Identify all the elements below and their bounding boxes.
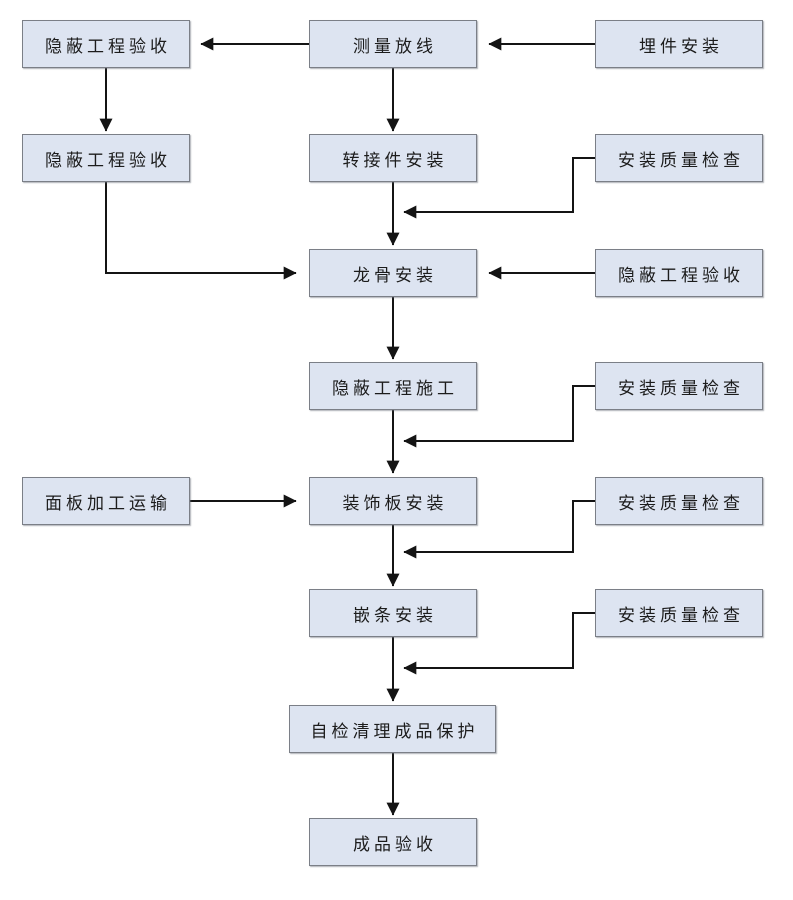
flow-node-label: 埋件安装: [639, 36, 723, 56]
flow-node-label: 隐蔽工程验收: [45, 36, 171, 56]
flow-node-label: 转接件安装: [342, 150, 448, 170]
flow-arrow-qc2-feedback: [403, 385, 595, 448]
flow-arrow-qc4-feedback: [403, 612, 595, 675]
flow-node-quality-check-2: 安装质量检查: [595, 362, 763, 410]
flow-node-panel-processing-transport: 面板加工运输: [22, 477, 190, 525]
flow-node-keel-install: 龙骨安装: [309, 249, 477, 297]
flow-node-label: 面板加工运输: [45, 493, 171, 513]
flow-node-hidden-work-acceptance-2: 隐蔽工程验收: [22, 134, 190, 182]
flow-node-quality-check-4: 安装质量检查: [595, 589, 763, 637]
flow-node-label: 龙骨安装: [353, 265, 437, 285]
flow-node-label: 测量放线: [353, 36, 437, 56]
flow-node-embedded-parts-install: 埋件安装: [595, 20, 763, 68]
flow-arrow-qc3-feedback: [403, 500, 595, 559]
flow-node-label: 装饰板安装: [342, 493, 448, 513]
flow-node-self-check-cleanup-protect: 自检清理成品保护: [289, 705, 496, 753]
flow-node-label: 安装质量检查: [618, 605, 744, 625]
flow-node-decorative-panel-install: 装饰板安装: [309, 477, 477, 525]
flow-node-hidden-work-acceptance-1: 隐蔽工程验收: [22, 20, 190, 68]
flow-node-hidden-work-construction: 隐蔽工程施工: [309, 362, 477, 410]
flow-node-adapter-install: 转接件安装: [309, 134, 477, 182]
flow-node-label: 安装质量检查: [618, 378, 744, 398]
flow-arrow-qc1-feedback: [403, 157, 595, 219]
flow-node-label: 隐蔽工程验收: [45, 150, 171, 170]
edge-layer: [99, 37, 595, 816]
flow-node-label: 隐蔽工程验收: [618, 265, 744, 285]
flow-node-measure-setting-out: 测量放线: [309, 20, 477, 68]
flow-node-finished-product-acceptance: 成品验收: [309, 818, 477, 866]
flow-node-label: 安装质量检查: [618, 150, 744, 170]
flow-arrow-hidden2-to-keel: [105, 182, 297, 280]
flow-node-label: 自检清理成品保护: [310, 721, 479, 741]
flow-node-quality-check-3: 安装质量检查: [595, 477, 763, 525]
flow-node-label: 安装质量检查: [618, 493, 744, 513]
flow-node-hidden-work-acceptance-3: 隐蔽工程验收: [595, 249, 763, 297]
flow-node-label: 隐蔽工程施工: [332, 378, 458, 398]
flow-node-inlay-strip-install: 嵌条安装: [309, 589, 477, 637]
flow-node-label: 嵌条安装: [353, 605, 437, 625]
flow-node-label: 成品验收: [353, 834, 437, 854]
flow-node-quality-check-1: 安装质量检查: [595, 134, 763, 182]
